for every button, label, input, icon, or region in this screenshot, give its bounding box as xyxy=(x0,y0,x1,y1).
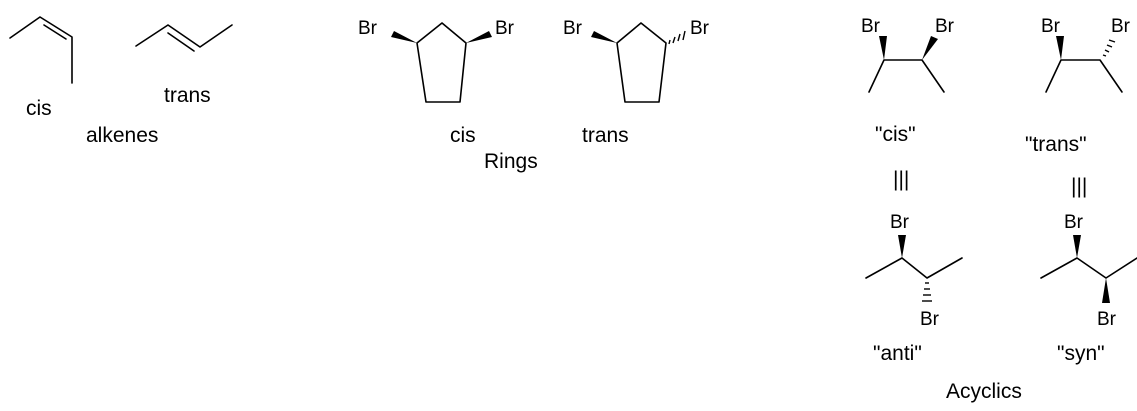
cis-ring-label: cis xyxy=(450,124,476,147)
acyclics-group-label: Acyclics xyxy=(946,380,1022,403)
syn-acyclic-br-top: Br xyxy=(1064,212,1084,233)
trans-ring-br-right: Br xyxy=(690,18,710,39)
anti-acyclic-hashed-bond xyxy=(922,282,932,302)
cis-ring-br-right: Br xyxy=(495,18,515,39)
cis-acyclic-structure xyxy=(868,36,945,93)
syn-acyclic-structure xyxy=(1040,235,1137,303)
trans-acyclic-br-left: Br xyxy=(1041,16,1061,37)
trans-ring-hashed-bond xyxy=(668,30,686,45)
syn-acyclic-br-bottom: Br xyxy=(1097,309,1117,330)
trans-syn-equivalence-symbol: ||| xyxy=(1071,175,1087,198)
trans-acyclic-br-right: Br xyxy=(1111,16,1131,37)
cis-anti-equivalence-symbol: ||| xyxy=(893,168,909,191)
cis-dibromocyclopentane-structure xyxy=(391,22,492,103)
trans-acyclic-hashed-bond xyxy=(1102,39,1116,57)
trans-alkene-structure xyxy=(135,24,233,52)
cis-acyclic-label: "cis" xyxy=(875,123,916,146)
trans-ring-label: trans xyxy=(582,124,629,147)
trans-alkene-label: trans xyxy=(164,84,211,107)
anti-acyclic-label: "anti" xyxy=(873,342,922,365)
cis-acyclic-br-left: Br xyxy=(861,16,881,37)
rings-group-label: Rings xyxy=(484,150,538,173)
trans-ring-br-left: Br xyxy=(563,18,583,39)
alkenes-group-label: alkenes xyxy=(86,124,158,147)
syn-acyclic-label: "syn" xyxy=(1057,342,1105,365)
cis-alkene-structure xyxy=(9,16,73,84)
trans-dibromocyclopentane-structure xyxy=(591,22,686,103)
trans-acyclic-label: "trans" xyxy=(1025,133,1087,156)
trans-acyclic-structure xyxy=(1045,36,1123,93)
anti-acyclic-br-top: Br xyxy=(890,212,910,233)
anti-acyclic-structure xyxy=(865,235,963,302)
cis-alkene-label: cis xyxy=(26,97,52,120)
cis-ring-br-left: Br xyxy=(358,18,378,39)
cis-acyclic-br-right: Br xyxy=(935,16,955,37)
anti-acyclic-br-bottom: Br xyxy=(920,309,940,330)
